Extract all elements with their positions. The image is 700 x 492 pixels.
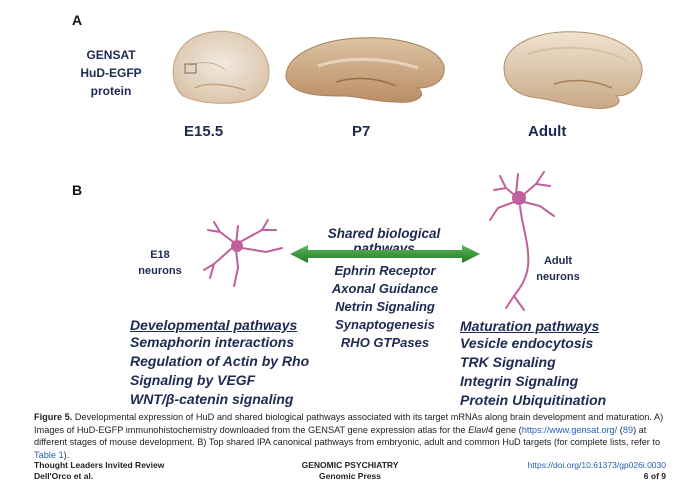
e18-neuron-label: E18 neurons (134, 247, 186, 279)
double-arrow-icon (290, 245, 480, 263)
footer-authors: Dell'Orco et al. (34, 471, 94, 481)
shared-pathway-item: Axonal Guidance (331, 281, 439, 296)
caption-text: ( (617, 424, 623, 435)
reference-link[interactable]: 89 (622, 424, 634, 435)
stage-label-adult: Adult (528, 123, 567, 140)
maturation-pathway-item: Vesicle endocytosis (460, 335, 594, 351)
footer-review-type: Thought Leaders Invited Review (34, 460, 165, 470)
shared-pathway-item: Ephrin Receptor (334, 263, 436, 278)
brain-image-adult (503, 31, 643, 109)
e18-label-line: E18 (150, 249, 170, 261)
footer-center: GENOMIC PSYCHIATRY Genomic Press (290, 460, 410, 482)
shared-pathways-list: Ephrin Receptor Axonal Guidance Netrin S… (300, 262, 470, 352)
shared-pathway-item: Synaptogenesis (335, 317, 435, 332)
stage-label-p7: P7 (352, 123, 371, 140)
panel-a-letter: A (72, 12, 83, 28)
footer-journal: GENOMIC PSYCHIATRY (301, 460, 399, 470)
panel-b-letter: B (72, 182, 83, 198)
brain-image-e15 (172, 30, 270, 104)
developmental-pathway-item: Regulation of Actin by Rho (130, 353, 310, 369)
caption-text: ). (63, 449, 70, 460)
developmental-pathways: Developmental pathways Semaphorin intera… (130, 317, 340, 409)
developmental-pathway-item: WNT/β-catenin signaling (130, 391, 294, 407)
table-link[interactable]: Table 1 (34, 449, 64, 460)
footer-publisher: Genomic Press (319, 471, 381, 481)
maturation-pathways-title: Maturation pathways (460, 318, 600, 334)
caption-gene: Elavl4 (468, 424, 494, 435)
gensat-label-line: GENSAT (86, 48, 136, 62)
gensat-link[interactable]: https://www.gensat.org/ (521, 424, 618, 435)
adult-neuron-label: Adult neurons (530, 253, 586, 285)
shared-pathway-item: Netrin Signaling (335, 299, 435, 314)
maturation-pathway-item: TRK Signaling (460, 354, 556, 370)
adult-neuron-icon (489, 171, 555, 311)
page-number: 6 of 9 (643, 471, 666, 481)
developmental-pathways-title: Developmental pathways (130, 317, 298, 333)
footer-left: Thought Leaders Invited Review Dell'Orco… (34, 460, 164, 482)
shared-pathway-item: RHO GTPases (340, 335, 430, 350)
gensat-label: GENSAT HuD-EGFP protein (78, 46, 144, 100)
brain-image-p7 (285, 37, 445, 103)
developmental-pathway-item: Signaling by VEGF (130, 372, 256, 388)
e18-label-line: neurons (138, 265, 182, 277)
caption-text: Developmental expression of HuD and shar… (34, 412, 664, 435)
gensat-label-line: HuD-EGFP (80, 66, 142, 80)
footer-right: https://doi.org/10.61373/gp026i.0030 6 o… (488, 460, 666, 482)
caption-text: ) at different stages of mouse developme… (34, 424, 661, 448)
maturation-pathway-item: Protein Ubiquitination (460, 392, 607, 408)
adult-label-line: Adult (543, 255, 573, 267)
caption-text: gene ( (493, 424, 522, 435)
gensat-label-line: protein (90, 84, 132, 98)
doi-link[interactable]: https://doi.org/10.61373/gp026i.0030 (527, 460, 666, 470)
e18-neuron-icon (203, 219, 283, 287)
developmental-pathway-item: Semaphorin interactions (130, 334, 295, 350)
caption-label: Figure 5. (34, 412, 73, 422)
maturation-pathway-item: Integrin Signaling (460, 373, 579, 389)
adult-label-line: neurons (536, 271, 580, 283)
stage-label-e15: E15.5 (184, 123, 224, 140)
maturation-pathways: Maturation pathways Vesicle endocytosis … (460, 318, 660, 410)
figure-caption: Figure 5. Developmental expression of Hu… (34, 411, 666, 461)
